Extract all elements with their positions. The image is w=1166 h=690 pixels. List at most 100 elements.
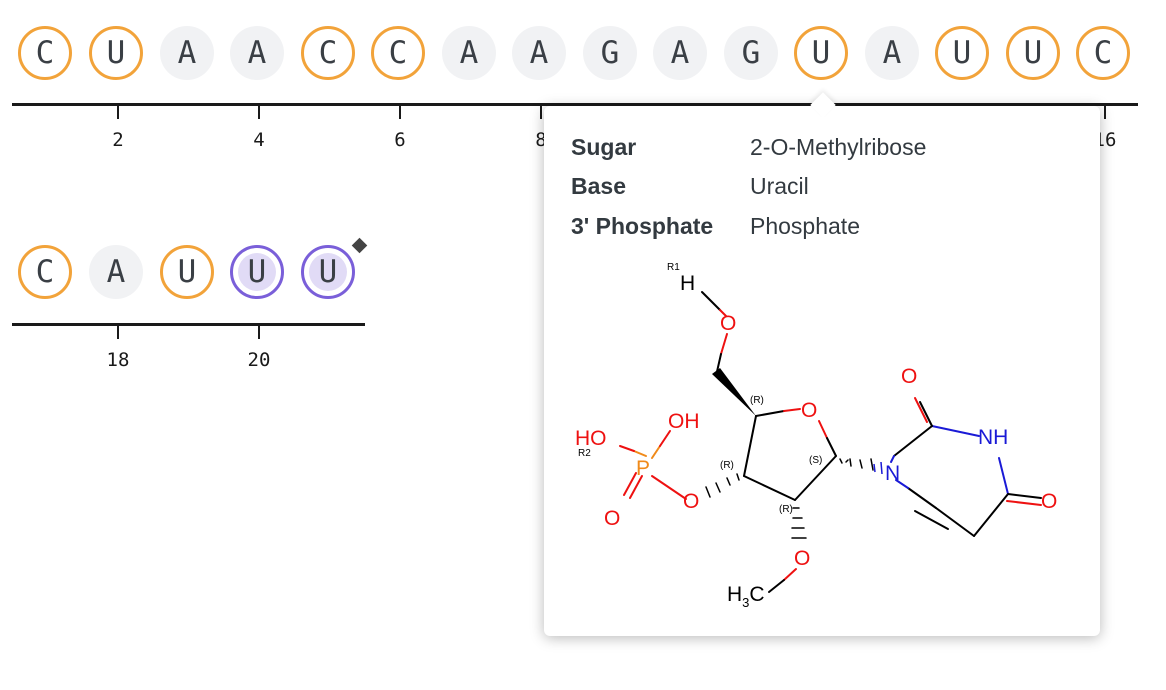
nucleotide-selected[interactable]: U bbox=[301, 245, 355, 299]
nucleotide-letter: A bbox=[459, 35, 479, 71]
nucleotide[interactable]: U bbox=[935, 26, 989, 80]
nucleotide-letter: A bbox=[670, 35, 690, 71]
bond bbox=[623, 472, 637, 496]
nucleotide[interactable]: C bbox=[18, 245, 72, 299]
nucleotide[interactable]: G bbox=[583, 26, 637, 80]
bond bbox=[1007, 493, 1042, 499]
nucleotide-letter: A bbox=[529, 35, 549, 71]
nucleotide[interactable]: A bbox=[653, 26, 707, 80]
nucleotide[interactable]: C bbox=[18, 26, 72, 80]
axis-tick bbox=[1104, 105, 1106, 119]
property-value-sugar: 2-O-Methylribose bbox=[750, 134, 927, 160]
nucleotide[interactable]: U bbox=[89, 26, 143, 80]
bond bbox=[935, 507, 975, 537]
nucleotide[interactable]: A bbox=[230, 26, 284, 80]
nucleotide[interactable]: A bbox=[160, 26, 214, 80]
axis-tick bbox=[540, 105, 542, 119]
stereo-hash-bond bbox=[839, 458, 874, 471]
nucleotide-tooltip: Sugar 2-O-Methylribose Base Uracil 3' Ph… bbox=[544, 92, 1100, 636]
nucleotide-letter: U bbox=[177, 254, 197, 290]
bond bbox=[755, 410, 785, 417]
nucleotide-letter: U bbox=[318, 254, 338, 290]
bond bbox=[907, 487, 937, 509]
nucleotide[interactable]: C bbox=[301, 26, 355, 80]
nucleotide-letter: U bbox=[247, 254, 267, 290]
nucleotide-letter: U bbox=[1023, 35, 1043, 71]
bond bbox=[973, 493, 1009, 537]
stereo-hash-bond bbox=[705, 473, 740, 498]
property-label-base: Base bbox=[571, 173, 626, 199]
stereo-label: (S) bbox=[809, 455, 822, 466]
nucleotide-letter: C bbox=[318, 35, 338, 71]
bond bbox=[914, 397, 928, 423]
property-value-base: Uracil bbox=[750, 173, 809, 199]
atom-h3c: H3C bbox=[727, 583, 765, 610]
bond bbox=[783, 408, 801, 412]
nucleotide-letter: A bbox=[882, 35, 902, 71]
axis-tick-label: 6 bbox=[394, 129, 406, 151]
chemical-structure: R1 H O OH HO R2 P O O O O H3C (R) (R) (R… bbox=[575, 262, 1057, 610]
nucleotide[interactable]: U bbox=[160, 245, 214, 299]
stereo-wedge-bond bbox=[712, 368, 756, 416]
bond bbox=[633, 450, 647, 457]
stereo-hash-bond bbox=[873, 461, 883, 475]
bond bbox=[619, 445, 635, 452]
nucleotide[interactable]: A bbox=[865, 26, 919, 80]
nucleotide-letter: C bbox=[35, 35, 55, 71]
bond bbox=[768, 579, 785, 593]
atom-o: O bbox=[901, 365, 917, 388]
atom-p: P bbox=[636, 457, 650, 480]
axis-tick bbox=[258, 325, 260, 339]
atom-o: O bbox=[1041, 490, 1057, 513]
axis-tick bbox=[117, 105, 119, 119]
atom-o: O bbox=[683, 490, 699, 513]
sequence-row-1: C U A A C C A A G A G U A U U C 2 4 6 8 … bbox=[0, 0, 1166, 160]
atom-o: O bbox=[604, 507, 620, 530]
nucleotide-selected[interactable]: U bbox=[230, 245, 284, 299]
axis-tick-label: 18 bbox=[106, 349, 130, 371]
bond bbox=[890, 455, 895, 463]
nucleotide-letter: U bbox=[952, 35, 972, 71]
nucleotide[interactable]: U bbox=[794, 26, 848, 80]
axis-tick-label: 8 bbox=[535, 129, 547, 151]
end-marker-icon bbox=[351, 237, 368, 254]
property-value-phosphate: Phosphate bbox=[750, 213, 860, 239]
bond bbox=[914, 510, 949, 530]
nucleotide[interactable]: A bbox=[512, 26, 566, 80]
atom-o: O bbox=[801, 399, 817, 422]
nucleotide-letter: U bbox=[811, 35, 831, 71]
bond bbox=[659, 430, 671, 447]
atom-nh: NH bbox=[978, 426, 1008, 449]
bond bbox=[743, 475, 796, 501]
bond bbox=[1006, 500, 1042, 506]
nucleotide[interactable]: C bbox=[371, 26, 425, 80]
atom-o: O bbox=[794, 547, 810, 570]
nucleotide[interactable]: G bbox=[724, 26, 778, 80]
bond bbox=[629, 475, 643, 499]
nucleotide[interactable]: A bbox=[89, 245, 143, 299]
nucleotide-letter: A bbox=[247, 35, 267, 71]
axis-tick-label: 2 bbox=[112, 129, 124, 151]
bond bbox=[794, 455, 837, 501]
property-label-sugar: Sugar bbox=[571, 134, 637, 160]
nucleotide-letter: A bbox=[177, 35, 197, 71]
nucleotide-letter: C bbox=[388, 35, 408, 71]
bond bbox=[931, 425, 980, 437]
nucleotide[interactable]: U bbox=[1006, 26, 1060, 80]
property-label-phosphate: 3' Phosphate bbox=[571, 213, 714, 239]
nucleotide[interactable]: A bbox=[442, 26, 496, 80]
axis-tick-label: 4 bbox=[253, 129, 265, 151]
bond bbox=[919, 401, 933, 427]
sequence-row-2: C A U U U 18 20 bbox=[0, 0, 400, 400]
r1-label: R1 bbox=[667, 262, 680, 273]
sequence-axis bbox=[12, 103, 1138, 106]
bond bbox=[895, 479, 909, 489]
axis-tick bbox=[258, 105, 260, 119]
bond bbox=[651, 445, 661, 459]
atom-h: H bbox=[680, 272, 695, 295]
stereo-label: (R) bbox=[720, 460, 734, 471]
bond bbox=[701, 291, 721, 311]
nucleotide[interactable]: C bbox=[1076, 26, 1130, 80]
nucleotide-letter: U bbox=[106, 35, 126, 71]
axis-tick bbox=[399, 105, 401, 119]
